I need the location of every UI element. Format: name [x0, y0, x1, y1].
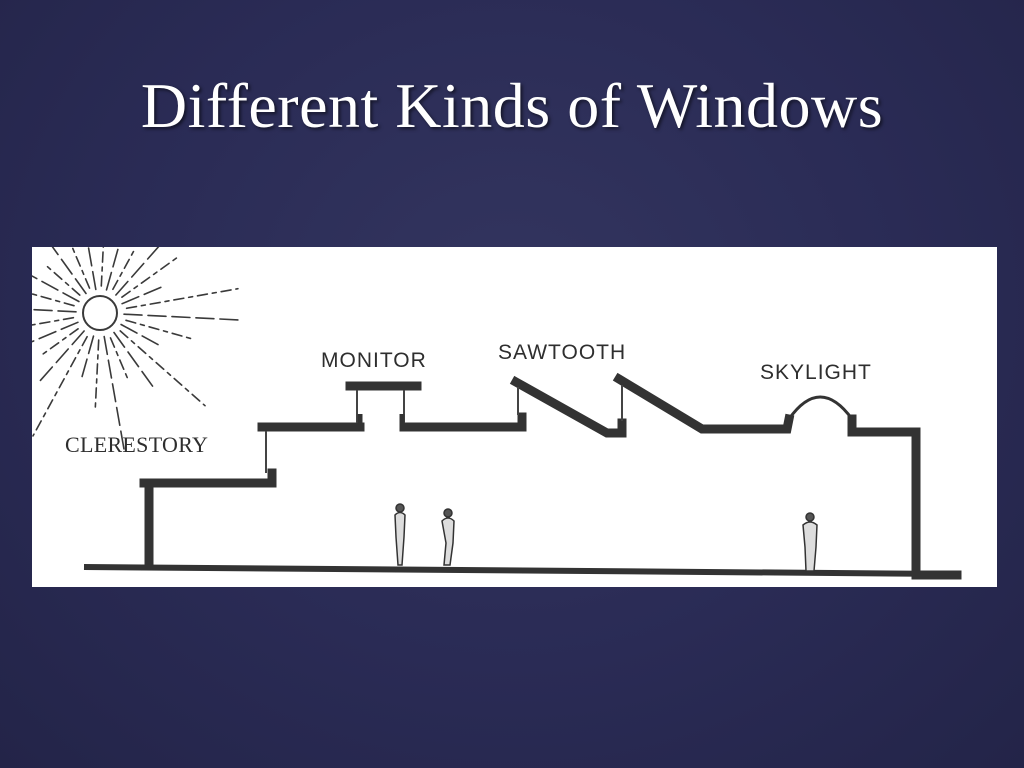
sun-ray: [119, 330, 206, 407]
sun-ray: [105, 247, 120, 291]
label-clerestory: CLERESTORY: [65, 432, 209, 457]
sun-ray: [32, 308, 77, 313]
sun-ray: [125, 287, 239, 310]
sun-ray: [32, 293, 75, 307]
sun-ray: [46, 265, 81, 296]
person-icon: [802, 512, 818, 572]
label-monitor: MONITOR: [321, 349, 427, 372]
building-section-drawing: [32, 247, 962, 580]
window-posts: [357, 414, 405, 423]
skylight-dome: [787, 395, 854, 420]
floor-line: [83, 564, 958, 577]
person-icon: [394, 503, 406, 566]
sun-ray: [32, 275, 80, 303]
sun-ray: [115, 247, 160, 296]
sun-ray: [71, 247, 91, 289]
window-types-diagram: CLERESTORY MONITOR SAWTOOTH SKYLIGHT: [32, 247, 997, 587]
sun-ray: [100, 247, 105, 287]
sun-ray: [51, 247, 87, 295]
sun-ray: [103, 335, 126, 452]
sun-ray: [109, 337, 128, 379]
label-skylight: SKYLIGHT: [760, 361, 872, 384]
label-sawtooth: SAWTOOTH: [498, 341, 627, 364]
sun-ray: [123, 313, 241, 321]
person-icon: [441, 508, 455, 566]
sun-ray: [112, 250, 135, 291]
sun-ray: [125, 319, 193, 340]
sun-ray: [87, 247, 97, 291]
sun-ray: [36, 330, 85, 385]
sun-ray: [32, 335, 88, 437]
sun-ray: [80, 335, 95, 382]
sun-ray: [120, 323, 163, 348]
sun-ray: [121, 284, 166, 305]
slide-title: Different Kinds of Windows: [140, 70, 884, 141]
sun-ray: [32, 316, 75, 326]
sun-ray: [121, 256, 178, 299]
sun-ray: [113, 331, 157, 391]
sun-ray: [94, 339, 100, 409]
building-outline: [139, 372, 962, 580]
sun-icon: [32, 247, 241, 452]
sun-ray: [42, 328, 79, 355]
